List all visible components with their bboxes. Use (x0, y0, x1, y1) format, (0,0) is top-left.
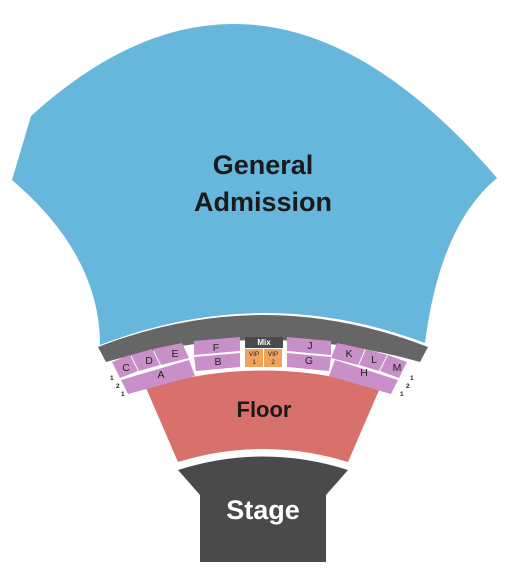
general-admission-label-line1: General (213, 150, 314, 180)
section-e-label: E (171, 348, 178, 360)
general-admission-label-line2: Admission (194, 187, 332, 217)
section-j-label: J (307, 340, 312, 352)
floor-label: Floor (237, 397, 292, 422)
mix-booth[interactable] (245, 337, 283, 348)
section-d[interactable] (131, 349, 160, 371)
section-a-label: A (157, 369, 164, 381)
general-admission-section[interactable] (12, 24, 497, 345)
section-j[interactable] (287, 337, 331, 355)
row-label-right-1a: 1 (410, 375, 414, 382)
row-label-right-2: 2 (406, 383, 410, 390)
section-a[interactable] (121, 360, 195, 394)
row-label-right-1b: 1 (400, 391, 404, 398)
section-c[interactable] (112, 355, 138, 378)
section-b-label: B (214, 356, 221, 368)
vip-1-number: 1 (252, 359, 256, 366)
section-l[interactable] (359, 349, 387, 371)
row-label-left-2: 2 (116, 383, 120, 390)
section-k[interactable] (331, 343, 365, 365)
section-h-label: H (360, 367, 368, 379)
section-h[interactable] (329, 360, 398, 394)
section-g-label: G (305, 355, 313, 367)
mix-label: Mix (257, 338, 271, 347)
vip-1-section[interactable] (245, 349, 263, 367)
section-m[interactable] (380, 355, 407, 378)
section-c-label: C (122, 362, 130, 374)
section-b[interactable] (194, 353, 240, 371)
vip-1-label: VIP (249, 351, 259, 358)
vip-2-section[interactable] (264, 349, 282, 367)
section-d-label: D (145, 355, 153, 367)
section-l-label: L (371, 354, 377, 366)
section-f[interactable] (194, 337, 240, 355)
floor-section[interactable] (146, 370, 380, 463)
row-label-left-1b: 1 (121, 391, 125, 398)
row-label-left-1a: 1 (110, 375, 114, 382)
vip-2-number: 2 (271, 359, 275, 366)
section-f-label: F (213, 342, 219, 354)
section-k-label: K (345, 348, 352, 360)
stage (178, 456, 348, 562)
section-m-label: M (393, 362, 402, 374)
section-e[interactable] (153, 343, 189, 365)
vip-2-label: VIP (268, 351, 278, 358)
stage-label: Stage (226, 495, 300, 525)
section-g[interactable] (287, 353, 331, 371)
